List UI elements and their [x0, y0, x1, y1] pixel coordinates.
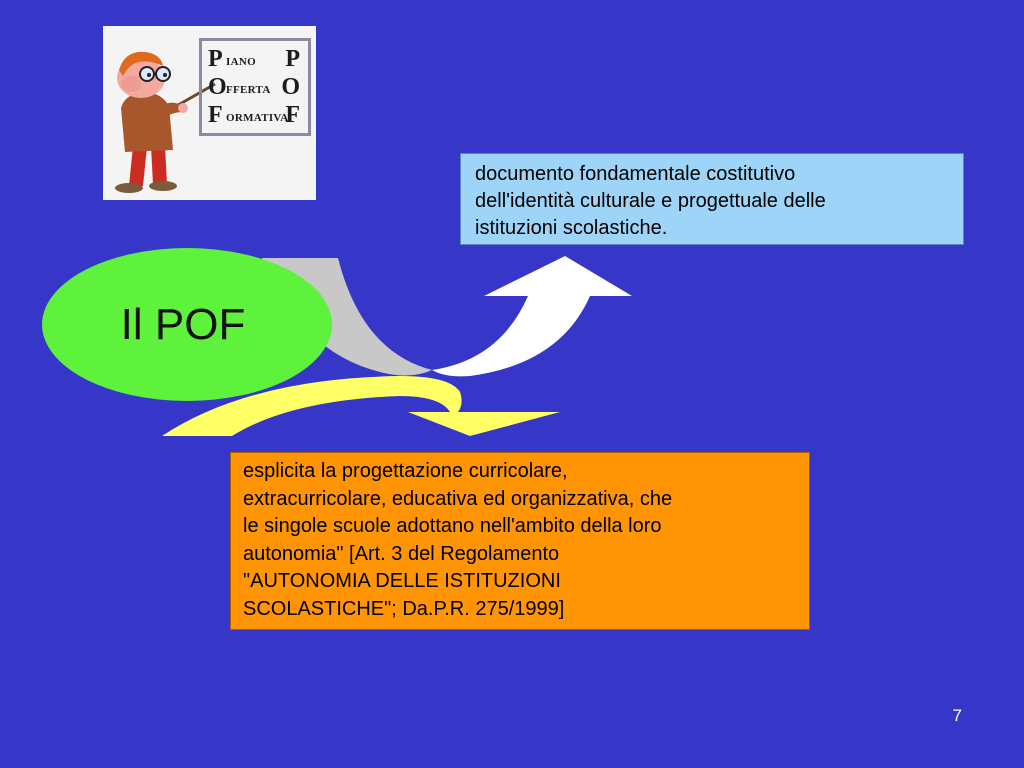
logo-acronym-letter: O: [281, 74, 300, 100]
definition-line: dell'identità culturale e progettuale de…: [475, 190, 826, 212]
logo-row-formativa: F ORMATIVA F: [202, 101, 308, 127]
logo-acronym-letter: F: [285, 102, 300, 128]
slide-number: 7: [952, 706, 962, 725]
logo-row-piano: P IANO P: [202, 45, 308, 71]
pof-ellipse: Il POF: [42, 248, 332, 401]
logo-initial: O: [208, 74, 227, 100]
description-line: SCOLASTICHE"; Da.P.R. 275/1999]: [243, 597, 565, 620]
definition-box: documento fondamentale costitutivo dell'…: [460, 153, 964, 245]
logo-acronym-panel: P IANO P O FFERTA O F ORMATIVA F: [199, 38, 311, 136]
description-box: esplicita la progettazione curricolare, …: [230, 452, 810, 630]
description-line: esplicita la progettazione curricolare,: [243, 460, 568, 482]
description-line: "AUTONOMIA DELLE ISTITUZIONI: [243, 570, 561, 592]
definition-line: istituzioni scolastiche.: [475, 217, 668, 239]
description-line: le singole scuole adottano nell'ambito d…: [243, 515, 662, 537]
logo-initial: F: [208, 102, 223, 128]
pof-title: Il POF: [120, 299, 246, 349]
pof-logo: P IANO P O FFERTA O F ORMATIVA F: [103, 26, 316, 200]
description-line: extracurricolare, educativa ed organizza…: [243, 487, 673, 510]
logo-word: IANO: [226, 56, 256, 68]
teacher-illustration: [115, 51, 216, 193]
logo-row-offerta: O FFERTA O: [202, 73, 308, 99]
logo-initial: P: [208, 46, 223, 72]
description-line: autonomia" [Art. 3 del Regolamento: [243, 542, 560, 565]
down-arrow: [162, 376, 560, 436]
logo-acronym-letter: P: [285, 46, 300, 72]
logo-word: FFERTA: [226, 84, 271, 96]
logo-word: ORMATIVA: [226, 112, 289, 124]
up-arrow: [432, 256, 632, 377]
definition-line: documento fondamentale costitutivo: [475, 163, 796, 185]
